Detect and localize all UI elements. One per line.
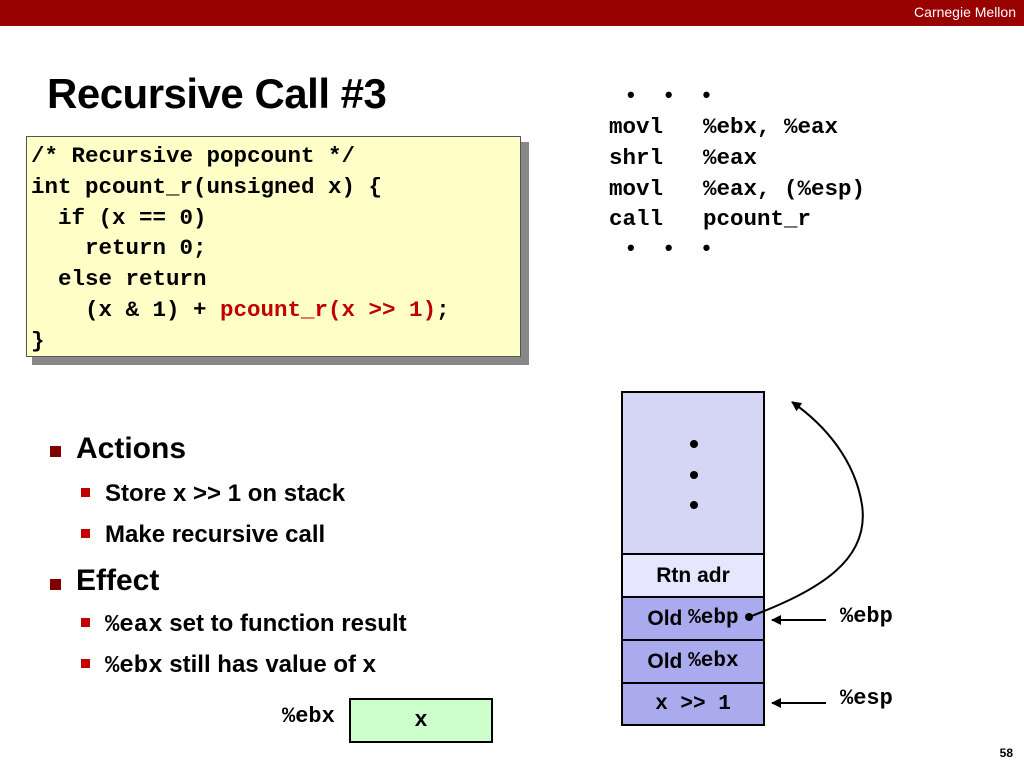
effect-item: %eax set to function result — [105, 610, 407, 639]
ellipsis-dot — [690, 471, 698, 479]
org-name: Carnegie Mellon — [914, 4, 1016, 20]
slide-title: Recursive Call #3 — [47, 70, 387, 117]
stack-cell-old-ebx: Old %ebx — [623, 641, 763, 684]
asm-op: shrl — [609, 145, 664, 171]
stack-diagram: Rtn adr Old %ebp Old %ebx x >> 1 — [621, 391, 765, 726]
asm-ellipsis-top: • • • — [627, 82, 723, 107]
esp-pointer-label: %esp — [840, 686, 893, 711]
register-eax: %eax — [105, 612, 163, 639]
effect-item: %ebx still has value of x — [105, 651, 376, 680]
asm-args: %eax — [703, 145, 758, 171]
asm-args: %eax, (%esp) — [703, 176, 866, 202]
highlighted-call: pcount_r(x >> 1) — [220, 297, 437, 323]
actions-item: Store x >> 1 on stack — [105, 480, 346, 507]
effect-item-text: still has value of x — [162, 651, 377, 678]
asm-ellipsis-bottom: • • • — [627, 235, 723, 260]
bullet-square-icon — [81, 618, 90, 627]
stack-cell-code: x >> 1 — [655, 692, 731, 716]
code-line: } — [31, 328, 45, 354]
stack-cell-old-ebp: Old %ebp — [623, 598, 763, 641]
effect-item-text: set to function result — [162, 610, 407, 637]
stack-cell-reg: %ebp — [688, 607, 739, 630]
stack-cell-rtn-adr: Rtn adr — [623, 555, 763, 598]
asm-op: movl — [609, 114, 664, 140]
code-line: /* Recursive popcount */ — [31, 143, 356, 169]
asm-args: %ebx, %eax — [703, 114, 839, 140]
ebp-pointer-label: %ebp — [840, 604, 893, 629]
saved-ebp-link-arrow — [748, 401, 864, 618]
stack-cell-prefix: Old — [647, 649, 689, 673]
code-semicolon: ; — [436, 297, 450, 323]
register-value-box: x — [349, 698, 493, 743]
code-line: else return — [31, 266, 207, 292]
asm-args: pcount_r — [703, 206, 812, 232]
actions-heading: Actions — [76, 432, 187, 465]
stack-cell-reg: %ebx — [688, 650, 739, 673]
actions-item: Make recursive call — [105, 521, 326, 548]
bullet-square-icon — [81, 659, 90, 668]
stack-top-region — [623, 393, 763, 555]
register-value: x — [414, 708, 428, 733]
code-line-prefix: (x & 1) + — [31, 297, 221, 323]
effect-heading: Effect — [76, 564, 160, 597]
header-bar: Carnegie Mellon — [0, 0, 1024, 26]
stack-cell-arg: x >> 1 — [623, 684, 763, 724]
bullet-square-icon — [81, 529, 90, 538]
stack-cell-prefix: Old — [647, 606, 689, 630]
asm-op: movl — [609, 176, 664, 202]
code-line: return 0; — [31, 235, 207, 261]
code-line-recursive-call: (x & 1) + pcount_r(x >> 1); — [31, 295, 450, 325]
bullet-square-icon — [50, 579, 61, 590]
bullet-square-icon — [50, 446, 61, 457]
code-line: if (x == 0) — [31, 205, 207, 231]
ellipsis-dot — [690, 501, 698, 509]
register-label: %ebx — [282, 704, 335, 729]
saved-ebp-origin-dot — [745, 613, 753, 621]
code-line: int pcount_r(unsigned x) { — [31, 174, 383, 200]
asm-op: call — [609, 206, 664, 232]
register-ebx: %ebx — [105, 653, 163, 680]
page-number: 58 — [999, 746, 1013, 760]
code-box: /* Recursive popcount */ int pcount_r(un… — [26, 136, 521, 357]
bullet-square-icon — [81, 488, 90, 497]
ellipsis-dot — [690, 440, 698, 448]
